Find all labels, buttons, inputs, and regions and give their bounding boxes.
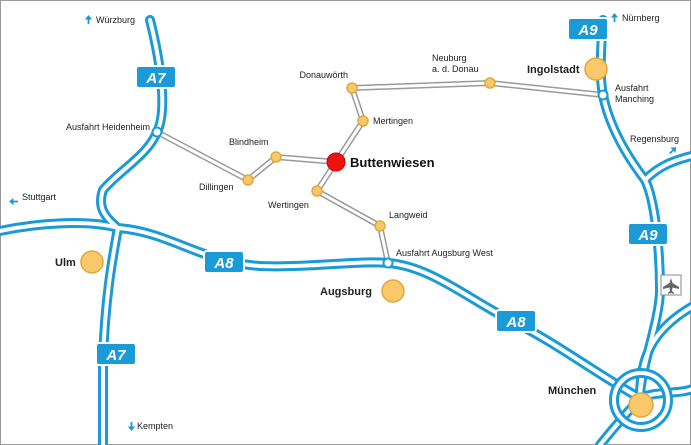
svg-text:Buttenwiesen: Buttenwiesen: [350, 155, 435, 170]
svg-text:Langweid: Langweid: [389, 210, 428, 220]
svg-text:Würzburg: Würzburg: [96, 15, 135, 25]
svg-text:Kempten: Kempten: [137, 421, 173, 431]
svg-text:Ausfahrt Heidenheim: Ausfahrt Heidenheim: [66, 122, 150, 132]
svg-text:A9: A9: [577, 22, 598, 39]
direction-nuernberg: Nürnberg: [610, 13, 660, 23]
town-dillingen: Dillingen: [199, 174, 254, 192]
svg-text:Blindheim: Blindheim: [229, 137, 269, 147]
svg-text:Regensburg: Regensburg: [630, 134, 679, 144]
town-blindheim: Blindheim: [229, 137, 282, 163]
svg-text:A9: A9: [637, 227, 658, 244]
shield-a9-north: A9: [567, 17, 609, 41]
town-buttenwiesen: Buttenwiesen: [326, 152, 435, 172]
exit-augsburg-west: Ausfahrt Augsburg West: [382, 248, 493, 269]
svg-text:A7: A7: [145, 70, 166, 87]
direction-regensburg: Regensburg: [630, 134, 679, 157]
svg-text:a. d. Donau: a. d. Donau: [432, 64, 479, 74]
svg-text:Ausfahrt: Ausfahrt: [615, 83, 649, 93]
town-langweid: Langweid: [374, 210, 428, 232]
direction-wuerzburg: Würzburg: [84, 15, 135, 25]
svg-text:Augsburg: Augsburg: [320, 286, 372, 298]
town-donauwoerth: Donauwörth: [299, 70, 358, 94]
shield-a9-south: A9: [627, 222, 669, 246]
airplane-icon: [660, 274, 682, 296]
shield-a7-south: A7: [95, 342, 137, 366]
svg-text:München: München: [548, 385, 597, 397]
town-wertingen: Wertingen: [268, 185, 323, 210]
svg-text:Ingolstadt: Ingolstadt: [527, 64, 580, 76]
town-augsburg: Augsburg: [320, 279, 405, 303]
svg-text:Neuburg: Neuburg: [432, 53, 467, 63]
shield-a8-west: A8: [203, 250, 245, 274]
svg-text:Manching: Manching: [615, 94, 654, 104]
svg-text:Wertingen: Wertingen: [268, 200, 309, 210]
svg-text:A8: A8: [505, 314, 526, 331]
shield-a8-east: A8: [495, 309, 537, 333]
svg-text:Mertingen: Mertingen: [373, 116, 413, 126]
svg-text:Dillingen: Dillingen: [199, 182, 234, 192]
svg-text:Nürnberg: Nürnberg: [622, 13, 660, 23]
svg-text:Donauwörth: Donauwörth: [299, 70, 348, 80]
svg-text:A8: A8: [213, 255, 234, 272]
town-mertingen: Mertingen: [357, 115, 413, 127]
direction-stuttgart: Stuttgart: [9, 192, 57, 206]
shield-a7-north: A7: [135, 65, 177, 89]
town-muenchen: München: [548, 385, 654, 418]
exit-heidenheim: Ausfahrt Heidenheim: [66, 122, 163, 138]
svg-text:A7: A7: [105, 347, 126, 364]
svg-text:Ulm: Ulm: [55, 257, 76, 269]
svg-text:Ausfahrt Augsburg West: Ausfahrt Augsburg West: [396, 248, 493, 258]
exit-manching: Ausfahrt Manching: [597, 83, 654, 104]
town-neuburg: Neuburg a. d. Donau: [432, 53, 496, 89]
direction-kempten: Kempten: [127, 421, 173, 431]
svg-text:Stuttgart: Stuttgart: [22, 192, 57, 202]
town-ulm: Ulm: [55, 250, 104, 274]
secondary-roads: [154, 80, 606, 266]
town-ingolstadt: Ingolstadt: [527, 57, 608, 81]
